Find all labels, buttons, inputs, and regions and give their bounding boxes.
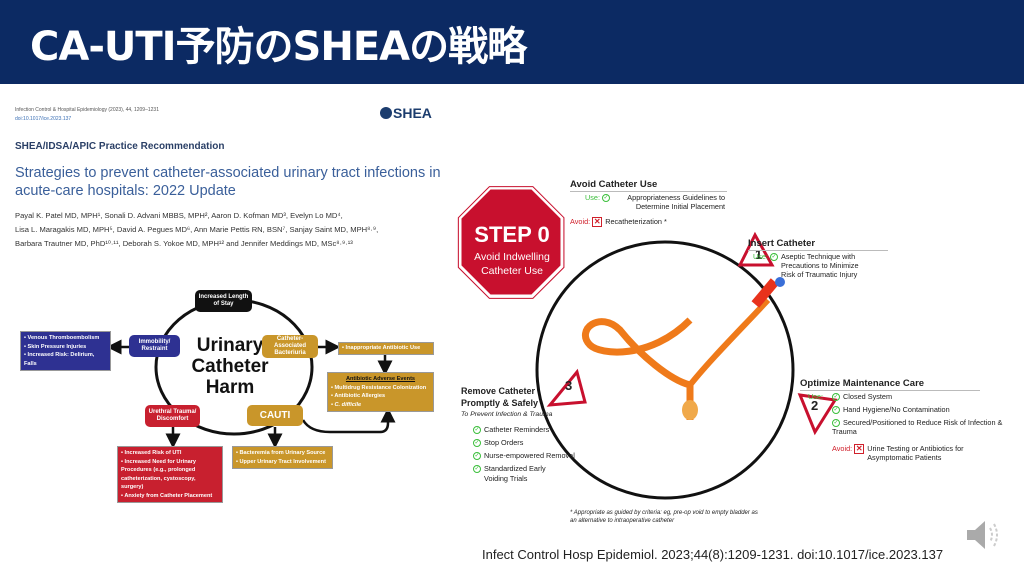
step3-heading: Remove Catheter Promptly & Safely	[461, 386, 539, 408]
shea-logo-text: SHEA	[393, 105, 432, 121]
cauti-node: CAUTI	[247, 405, 303, 426]
antibiotic-adverse-box: Antibiotic Adverse Events Multidrug Resi…	[327, 372, 434, 412]
check-icon: ✓	[473, 439, 481, 448]
step0-heading: Avoid Catheter Use	[570, 179, 727, 192]
x-icon: ✕	[592, 217, 603, 228]
cauti-consequences: Bacteremia from Urinary SourceUpper Urin…	[232, 446, 333, 469]
inappropriate-antibiotic-box: Inappropriate Antibiotic Use	[338, 342, 434, 355]
shea-logo-icon	[380, 107, 392, 119]
stop-title: STEP 0	[474, 222, 550, 247]
authors-line: Payal K. Patel MD, MPH¹, Sonali D. Advan…	[15, 211, 343, 220]
immobility-consequences: Venous ThromboembolismSkin Pressure Inju…	[20, 331, 111, 371]
step0-avoid: Avoid: ✕Recatheterization *	[570, 217, 667, 228]
step2-number: 2	[811, 398, 819, 413]
shea-logo: SHEA	[380, 105, 432, 121]
step2-avoid: Avoid: ✕Urine Testing or Antibiotics for…	[832, 444, 964, 462]
check-icon: ✓	[473, 426, 481, 435]
urethral-trauma-node: Urethral Trauma/ Discomfort	[145, 405, 200, 427]
catheter-image	[581, 277, 785, 420]
step3-list: ✓Catheter Reminders ✓Stop Orders ✓Nurse-…	[473, 425, 575, 483]
stop-subtitle: Avoid Indwelling Catheter Use	[474, 251, 550, 277]
authors-line: Lisa L. Maragakis MD, MPH⁵, David A. Peg…	[15, 225, 379, 234]
step2-use: Use: ✓Closed System ✓Hand Hygiene/No Con…	[808, 392, 1003, 437]
authors-line: Barbara Trautner MD, PhD¹⁰·¹¹, Deborah S…	[15, 239, 353, 248]
urethral-consequences: Increased Risk of UTIIncreased Need for …	[117, 446, 223, 503]
doi-line: doi:10.1017/ice.2023.137	[15, 116, 72, 122]
step0-use: Use: ✓Appropriateness Guidelines to Dete…	[585, 193, 726, 211]
speaker-icon[interactable]	[965, 518, 1005, 552]
step3-subtitle: To Prevent Infection & Trauma	[461, 411, 553, 418]
stop-sign-icon	[458, 186, 564, 298]
step3-triangle-icon	[546, 368, 587, 407]
journal-line: Infection Control & Hospital Epidemiolog…	[15, 107, 159, 113]
catheter-cycle-graphic	[457, 186, 838, 500]
check-icon: ✓	[602, 194, 611, 203]
step3-number: 3	[565, 378, 573, 393]
x-icon: ✕	[854, 444, 865, 455]
paper-category: SHEA/IDSA/APIC Practice Recommendation	[15, 141, 225, 152]
footnote: * Appropriate as guided by criteria: eg,…	[570, 510, 758, 524]
harm-center-label: Urinary Catheter Harm	[191, 335, 269, 398]
check-icon: ✓	[832, 393, 840, 402]
step2-heading: Optimize Maintenance Care	[800, 378, 980, 391]
bacteriuria-node: Catheter-Associated Bacteriuria	[262, 335, 318, 358]
title-bar	[0, 0, 1024, 84]
step1-heading: Insert Catheter	[748, 238, 888, 251]
citation: Infect Control Hosp Epidemiol. 2023;44(8…	[482, 547, 944, 562]
step2-triangle-icon	[797, 393, 838, 436]
slide-title: CA-UTI予防のSHEAの戦略	[30, 24, 527, 70]
check-icon: ✓	[770, 253, 779, 262]
check-icon: ✓	[832, 406, 840, 415]
length-of-stay-node: Increased Length of Stay	[195, 290, 252, 312]
check-icon: ✓	[832, 419, 840, 428]
check-icon: ✓	[473, 465, 481, 474]
step1-number: 1	[755, 247, 763, 262]
immobility-node: Immobility/ Restraint	[129, 335, 180, 357]
step1-use: Use: ✓Aseptic Technique with Precautions…	[753, 252, 859, 279]
paper-title: Strategies to prevent catheter-associate…	[15, 165, 441, 199]
check-icon: ✓	[473, 452, 481, 461]
